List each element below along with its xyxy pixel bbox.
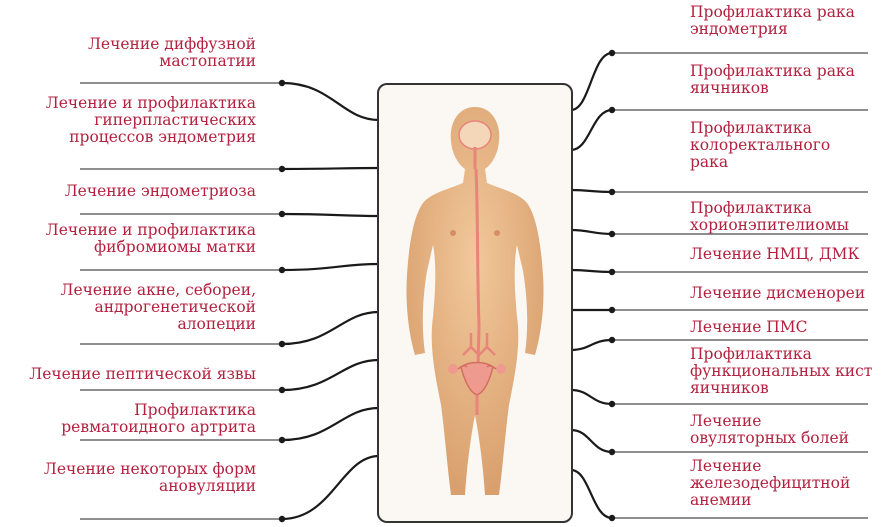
right-connector-7 bbox=[571, 340, 612, 350]
right-connector-4 bbox=[571, 230, 612, 234]
left-dot-3 bbox=[279, 211, 285, 217]
left-label-1-line-2: мастопатии bbox=[88, 53, 256, 70]
left-dot-7 bbox=[279, 437, 285, 443]
right-label-2-line-2: яичников bbox=[690, 80, 855, 97]
left-connector-8 bbox=[282, 456, 379, 519]
right-connector-8 bbox=[571, 390, 612, 404]
right-label-4-line-1: Профилактика bbox=[690, 200, 849, 217]
left-connector-2 bbox=[282, 168, 379, 169]
brain-outline bbox=[459, 121, 491, 149]
right-dot-8 bbox=[609, 401, 615, 407]
right-label-7-line-1: Лечение ПМС bbox=[690, 319, 808, 336]
right-label-7: Лечение ПМС bbox=[690, 319, 808, 336]
right-dot-10 bbox=[609, 515, 615, 521]
left-connector-5 bbox=[282, 312, 379, 344]
left-connector-4 bbox=[282, 264, 379, 270]
left-connector-6 bbox=[282, 360, 379, 390]
right-dot-1 bbox=[609, 50, 615, 56]
left-label-5-line-3: алопеции bbox=[61, 316, 256, 333]
right-label-8-line-2: функциональных кист bbox=[690, 363, 872, 380]
right-label-9-line-1: Лечение bbox=[690, 413, 849, 430]
left-connector-1 bbox=[282, 83, 379, 120]
left-dot-1 bbox=[279, 80, 285, 86]
right-dot-9 bbox=[609, 449, 615, 455]
left-dot-6 bbox=[279, 387, 285, 393]
right-label-10-line-1: Лечение bbox=[690, 458, 850, 475]
left-label-6-line-1: Лечение пептической язвы bbox=[29, 366, 256, 383]
right-dot-5 bbox=[609, 269, 615, 275]
left-dot-8 bbox=[279, 516, 285, 522]
right-label-3-line-1: Профилактика bbox=[690, 120, 830, 137]
left-dot-5 bbox=[279, 341, 285, 347]
right-connector-9 bbox=[571, 430, 612, 452]
left-label-5-line-1: Лечение акне, себореи, bbox=[61, 282, 256, 299]
right-label-1-line-1: Профилактика рака bbox=[690, 4, 855, 21]
left-label-8-line-2: ановуляции bbox=[44, 478, 256, 495]
right-dot-7 bbox=[609, 337, 615, 343]
right-label-3-line-3: рака bbox=[690, 154, 830, 171]
right-label-2-line-1: Профилактика рака bbox=[690, 63, 855, 80]
right-label-6: Лечение дисменореи bbox=[690, 285, 865, 302]
right-label-9-line-2: овуляторных болей bbox=[690, 430, 849, 447]
right-label-5: Лечение НМЦ, ДМК bbox=[690, 246, 860, 263]
left-label-4-line-2: фибромиомы матки bbox=[46, 239, 256, 256]
right-label-4-line-2: хорионэпителиомы bbox=[690, 217, 849, 234]
left-label-5-line-2: андрогенетической bbox=[61, 299, 256, 316]
right-connector-3 bbox=[571, 190, 612, 192]
left-connector-3 bbox=[282, 214, 379, 216]
right-connector-1 bbox=[571, 53, 612, 110]
figure-panel bbox=[377, 83, 573, 523]
left-label-3: Лечение эндометриоза bbox=[65, 183, 256, 200]
right-dot-6 bbox=[609, 307, 615, 313]
right-dot-2 bbox=[609, 107, 615, 113]
left-label-2-line-3: процессов эндометрия bbox=[46, 129, 256, 146]
right-connector-10 bbox=[571, 470, 612, 518]
right-label-1-line-2: эндометрия bbox=[690, 21, 855, 38]
ovary-right bbox=[496, 364, 506, 374]
left-label-7-line-1: Профилактика bbox=[61, 402, 256, 419]
right-dot-4 bbox=[609, 231, 615, 237]
right-label-3-line-2: колоректального bbox=[690, 137, 830, 154]
right-label-8-line-3: яичников bbox=[690, 380, 872, 397]
right-connector-2 bbox=[571, 110, 612, 150]
female-anatomy-figure-icon bbox=[379, 85, 571, 521]
left-label-8-line-1: Лечение некоторых форм bbox=[44, 461, 256, 478]
ovary-left bbox=[448, 364, 458, 374]
left-connector-7 bbox=[282, 408, 379, 440]
left-label-1-line-1: Лечение диффузной bbox=[88, 36, 256, 53]
left-label-2-line-2: гиперпластических bbox=[46, 112, 256, 129]
left-dot-4 bbox=[279, 267, 285, 273]
right-dot-3 bbox=[609, 189, 615, 195]
left-label-7-line-2: ревматоидного артрита bbox=[61, 419, 256, 436]
left-label-6: Лечение пептической язвы bbox=[29, 366, 256, 383]
left-label-3-line-1: Лечение эндометриоза bbox=[65, 183, 256, 200]
right-label-8-line-1: Профилактика bbox=[690, 346, 872, 363]
left-label-4-line-1: Лечение и профилактика bbox=[46, 222, 256, 239]
right-label-10-line-3: анемии bbox=[690, 492, 850, 509]
right-connector-5 bbox=[571, 270, 612, 272]
right-label-10-line-2: железодефицитной bbox=[690, 475, 850, 492]
right-label-6-line-1: Лечение дисменореи bbox=[690, 285, 865, 302]
right-label-5-line-1: Лечение НМЦ, ДМК bbox=[690, 246, 860, 263]
left-dot-2 bbox=[279, 166, 285, 172]
left-label-2-line-1: Лечение и профилактика bbox=[46, 95, 256, 112]
